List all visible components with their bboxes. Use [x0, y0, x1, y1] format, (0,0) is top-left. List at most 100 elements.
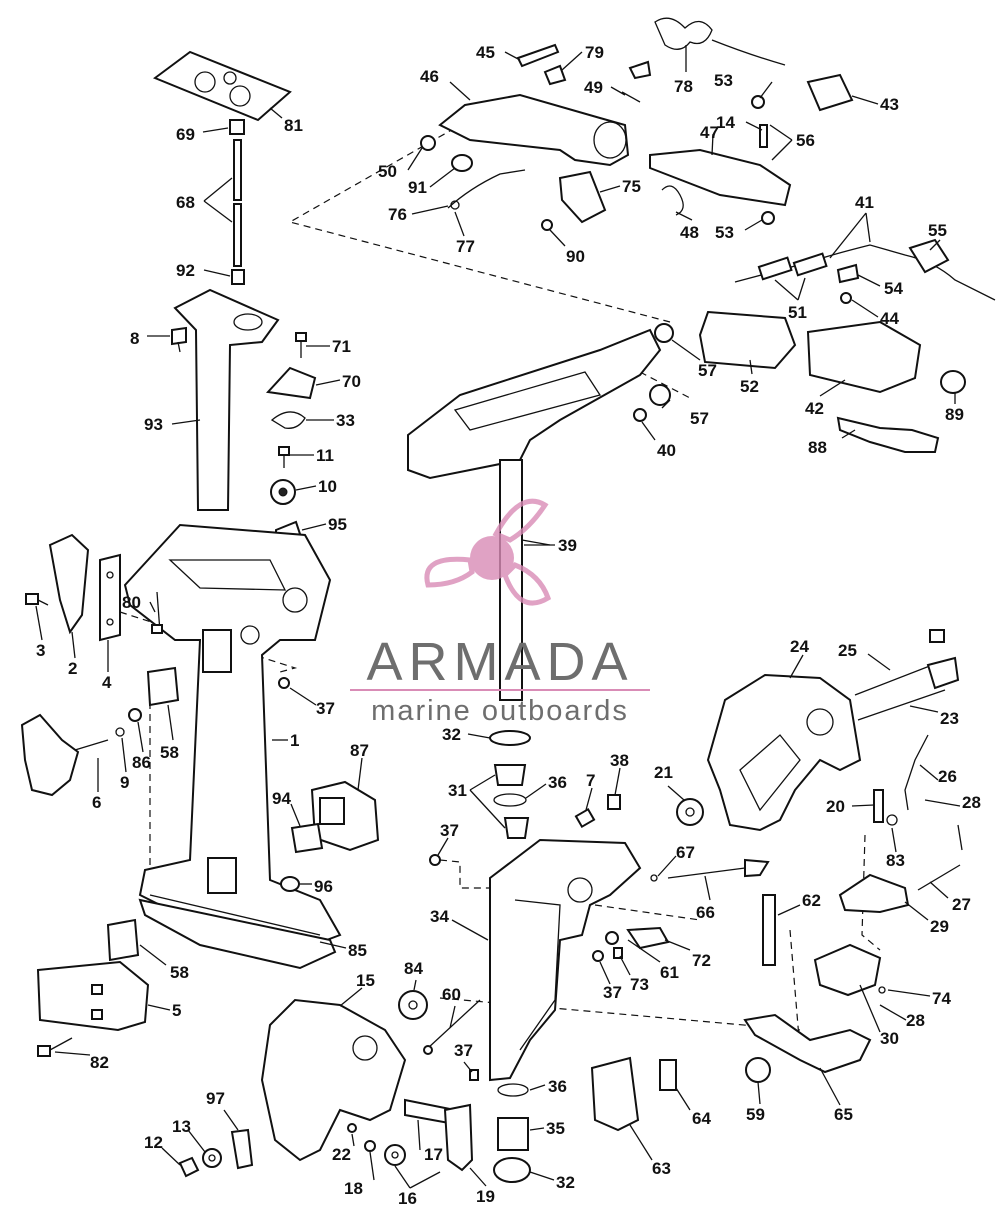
- callout-label: 37: [454, 1041, 473, 1060]
- screw-8: [171, 326, 187, 353]
- fitting-40: [633, 408, 647, 422]
- callout-label: 97: [206, 1089, 225, 1108]
- callout-label: 62: [802, 891, 821, 910]
- ring-36-lower: [497, 1083, 529, 1097]
- callout-label: 28: [962, 793, 981, 812]
- grip-52: [698, 310, 797, 370]
- nut-12: [178, 1156, 200, 1178]
- bushing-31: [493, 764, 530, 839]
- screw-18: [364, 1140, 376, 1152]
- spring-64: [659, 1059, 677, 1091]
- callout-label: 85: [348, 941, 367, 960]
- washer-21: [676, 798, 704, 826]
- callout-label: 65: [834, 1105, 853, 1124]
- exhaust-tube-93: [173, 288, 280, 511]
- callout-label: 22: [332, 1145, 351, 1164]
- callout-label: 77: [456, 237, 475, 256]
- clip-86: [128, 708, 142, 722]
- callout-label: 45: [476, 43, 495, 62]
- callout-label: 50: [378, 162, 397, 181]
- nut-53-lower: [761, 211, 775, 225]
- brand-tagline: marine outboards: [371, 695, 629, 727]
- callout-label: 47: [700, 123, 719, 142]
- callout-label: 48: [680, 223, 699, 242]
- lever-65: [743, 1013, 872, 1074]
- callout-label: 84: [404, 959, 423, 978]
- nut-53-top: [751, 95, 765, 109]
- callout-label: 7: [586, 771, 595, 790]
- gasket-4: [99, 553, 121, 642]
- callout-label: 82: [90, 1053, 109, 1072]
- grommet-92: [231, 269, 245, 285]
- callout-label: 42: [805, 399, 824, 418]
- callout-label: 87: [350, 741, 369, 760]
- bushing-32-lower: [493, 1157, 531, 1183]
- part-79: [543, 64, 567, 86]
- spring-73: [613, 947, 623, 959]
- callout-label: 59: [746, 1105, 765, 1124]
- tiller-arm-46: [438, 93, 630, 167]
- callout-label: 32: [442, 725, 461, 744]
- callout-label: 83: [886, 851, 905, 870]
- lever-6: [20, 713, 109, 797]
- pin-14: [759, 124, 768, 148]
- pin-67: [650, 874, 658, 882]
- callout-label: 15: [356, 971, 375, 990]
- callout-label: 92: [176, 261, 195, 280]
- callout-label: 19: [476, 1187, 495, 1206]
- callout-label: 37: [603, 983, 622, 1002]
- bracket-30: [813, 943, 882, 997]
- cover-70: [265, 366, 317, 400]
- clip-83: [886, 814, 898, 826]
- bolt-45: [516, 43, 560, 68]
- cable-78: [628, 17, 786, 80]
- spring-48: [661, 185, 684, 216]
- callout-label: 61: [660, 963, 679, 982]
- callout-label: 91: [408, 178, 427, 197]
- gasket-81: [152, 50, 292, 122]
- swivel-bracket: [407, 328, 662, 480]
- pin-49: [621, 91, 641, 103]
- pad-58-upper: [146, 666, 180, 707]
- spring-62: [762, 894, 776, 966]
- callout-label: 10: [318, 477, 337, 496]
- callout-label: 44: [880, 309, 899, 328]
- callout-label: 3: [36, 641, 45, 660]
- washer-74: [878, 986, 886, 994]
- grommet-69: [229, 119, 245, 135]
- leader-lines: [35, 45, 961, 1189]
- callout-label: 25: [838, 641, 857, 660]
- callout-label: 18: [344, 1179, 363, 1198]
- callout-label: 16: [398, 1189, 417, 1208]
- pin-28-upper: [957, 824, 963, 851]
- callout-label: 55: [928, 221, 947, 240]
- washer-13: [202, 1148, 222, 1168]
- fitting-37-mid: [429, 854, 441, 866]
- screw-44: [840, 292, 852, 304]
- grommet-91: [451, 154, 473, 172]
- callout-label: 23: [940, 709, 959, 728]
- bracket-63: [590, 1056, 640, 1132]
- callout-label: 69: [176, 125, 195, 144]
- callout-label: 67: [676, 843, 695, 862]
- callout-label: 26: [938, 767, 957, 786]
- callout-label: 27: [952, 895, 971, 914]
- callout-label: 96: [314, 877, 333, 896]
- callout-label: 1: [290, 731, 299, 750]
- bushing-51: [757, 252, 828, 281]
- clamp-15: [260, 998, 407, 1162]
- callout-label: 66: [696, 903, 715, 922]
- callout-label: 20: [826, 797, 845, 816]
- callout-label: 49: [584, 78, 603, 97]
- callout-label: 57: [690, 409, 709, 428]
- callout-label: 53: [714, 71, 733, 90]
- nut-50: [420, 135, 436, 151]
- callout-label: 32: [556, 1173, 575, 1192]
- callout-label: 51: [788, 303, 807, 322]
- callout-label: 90: [566, 247, 585, 266]
- callout-label: 21: [654, 763, 673, 782]
- washer-57-upper: [654, 323, 674, 343]
- water-tube-68: [233, 139, 242, 267]
